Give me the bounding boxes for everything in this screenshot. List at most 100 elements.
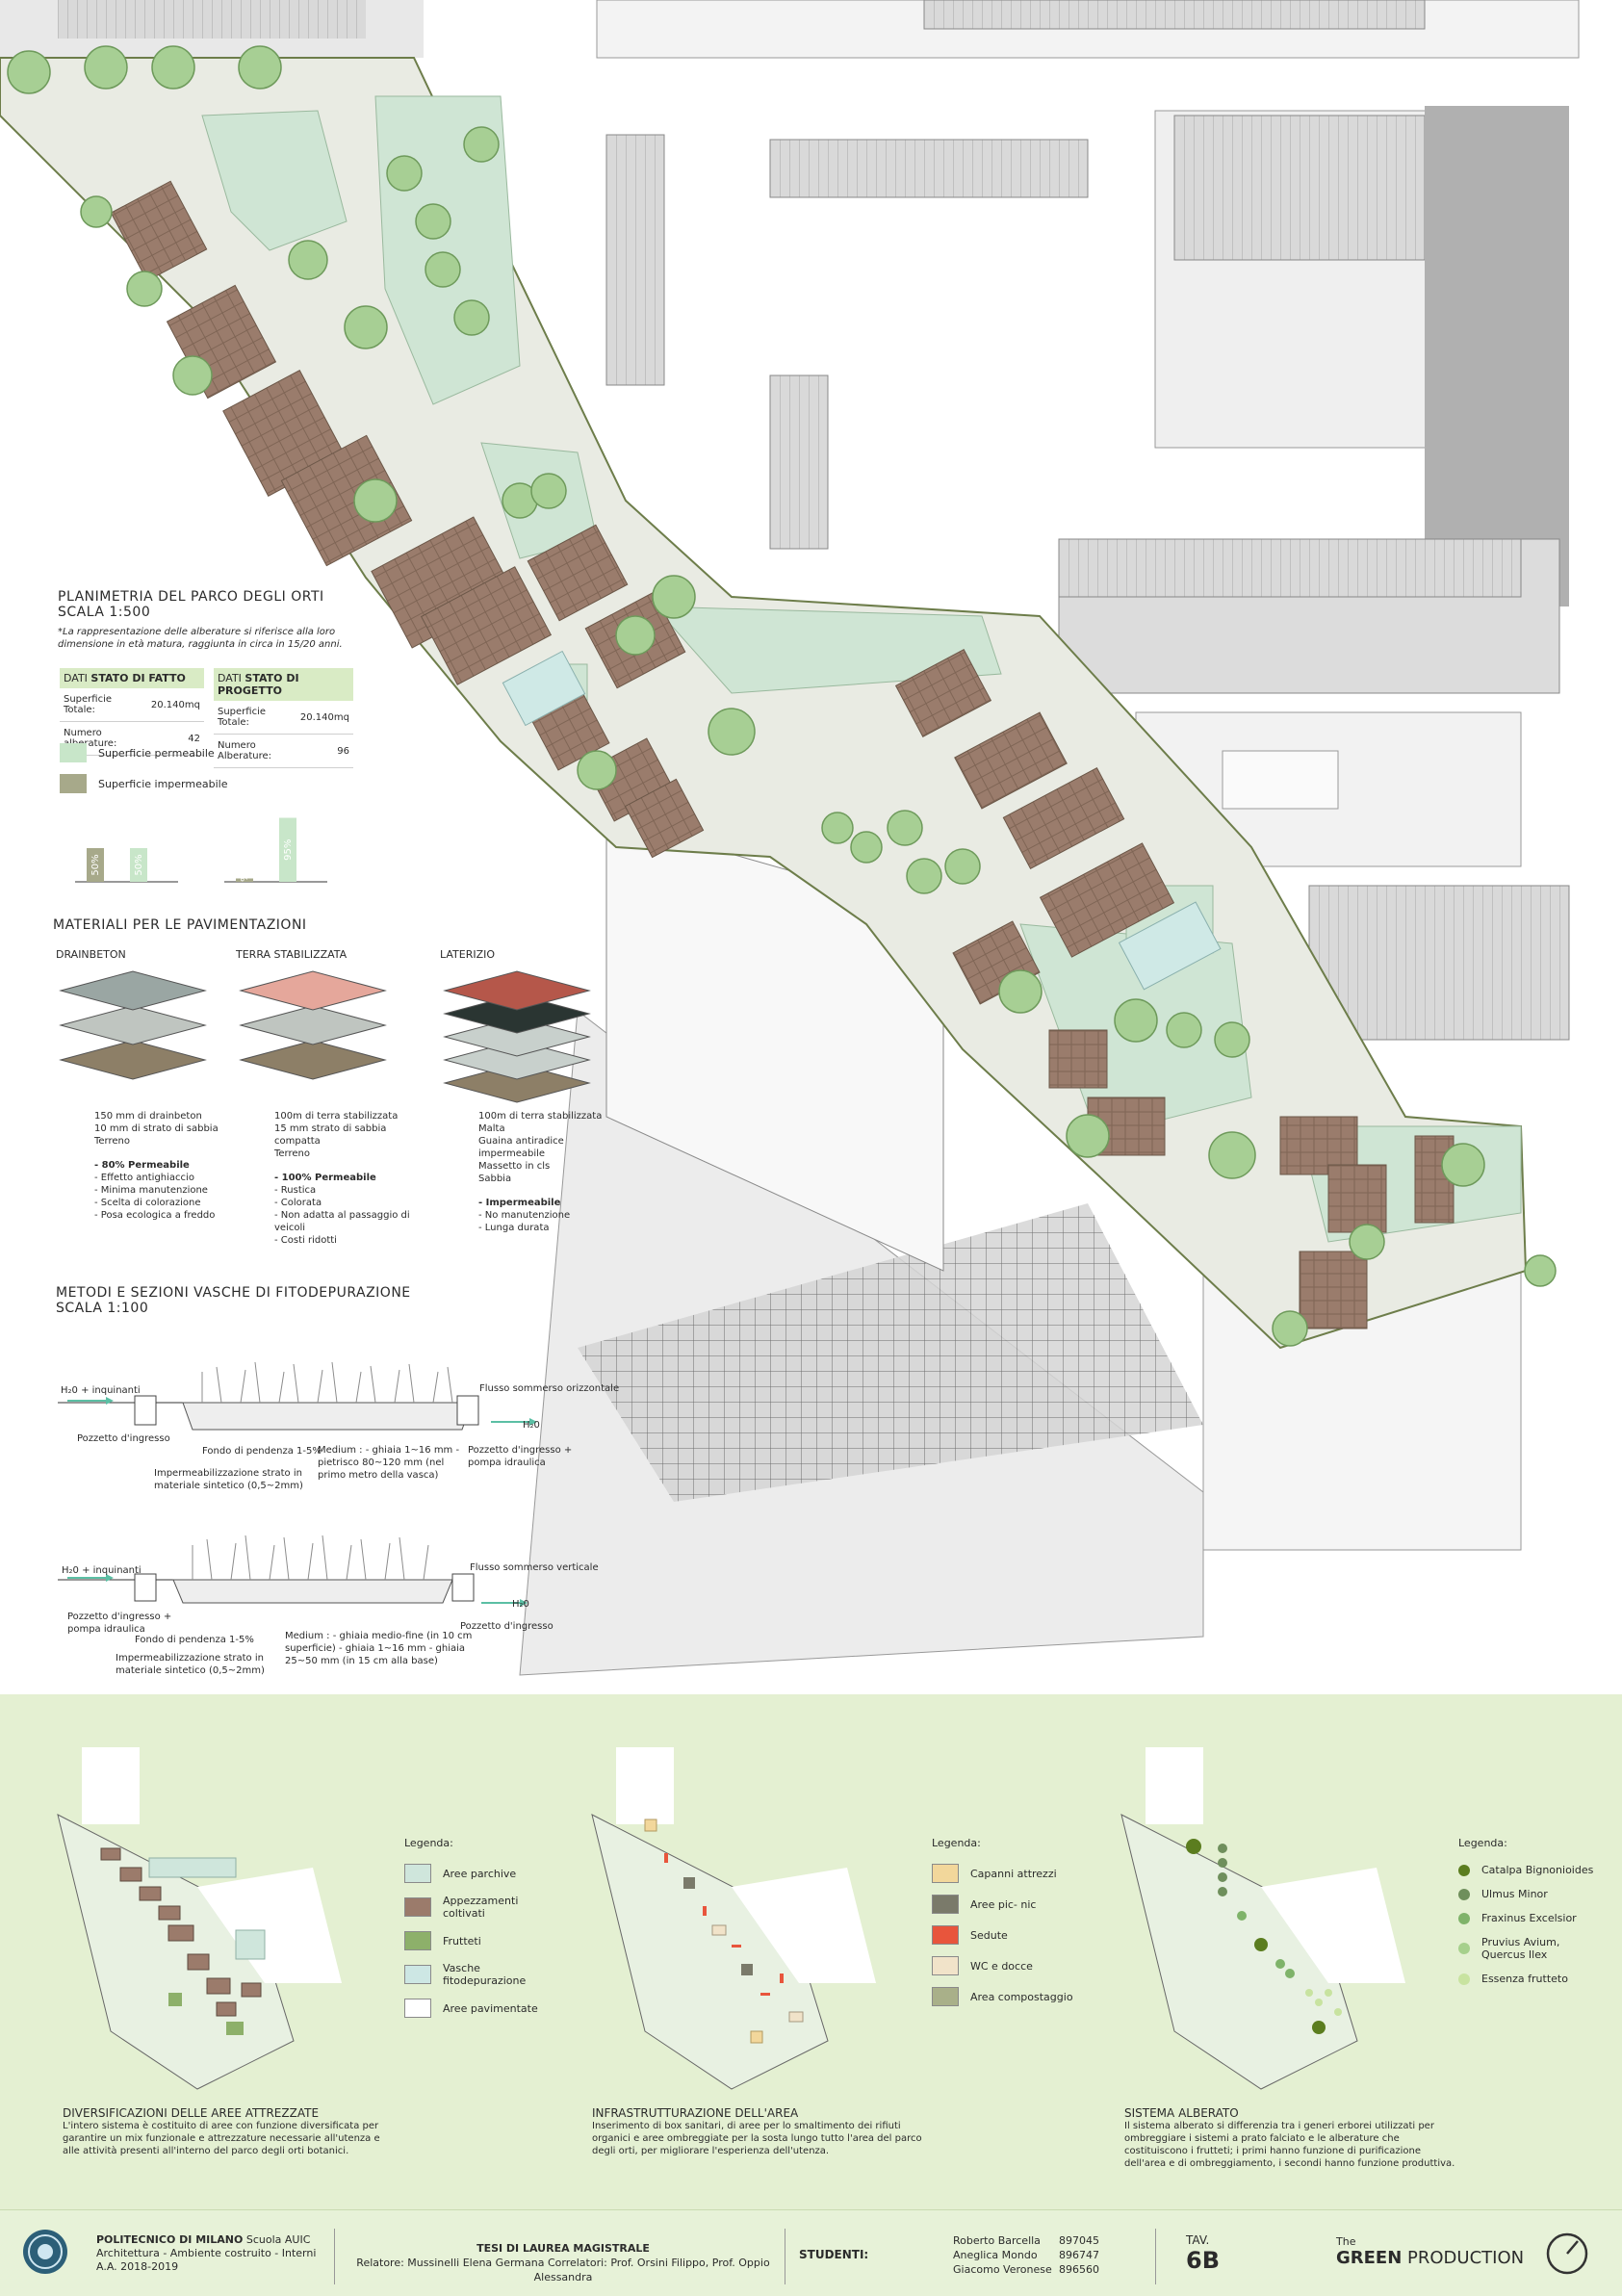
list-item: 150 mm di drainbeton	[94, 1111, 202, 1122]
trees	[7, 45, 1557, 1347]
materials-title: MATERIALI PER LE PAVIMENTAZIONI	[53, 917, 307, 933]
section2-imper: Impermeabilizzazione strato in materiale…	[116, 1653, 265, 1676]
material-layers-icon	[239, 970, 387, 1080]
footer	[0, 2209, 1622, 2296]
table-row: Superficie Totale:20.140mq	[214, 701, 353, 735]
chart-bar	[279, 817, 296, 882]
chart-data-label: 95%	[283, 839, 294, 861]
section2-left-well: Pozzetto d'ingresso + pompa idraulica	[67, 1612, 172, 1635]
chart-data-label: 50%	[134, 854, 144, 875]
chart-data-label: 5%	[240, 872, 250, 886]
list-item: Terreno	[274, 1148, 310, 1159]
stats-fatto-header: DATI STATO DI FATTO	[60, 668, 204, 688]
list-item: - Scelta di colorazione	[94, 1198, 201, 1208]
chart-data-label: 50%	[90, 854, 101, 875]
section2-right-well: Pozzetto d'ingresso	[460, 1621, 554, 1632]
legend-item: Ulmus Minor	[1458, 1888, 1597, 1900]
list-item: - Colorata	[274, 1198, 322, 1208]
surface-legend: Superficie permeabile Superficie imperme…	[60, 743, 227, 805]
material-layer	[239, 1005, 387, 1045]
legend-swatch	[932, 1864, 959, 1883]
plan-title-block: PLANIMETRIA DEL PARCO DEGLI ORTI SCALA 1…	[58, 589, 375, 651]
section1-flow: Flusso sommerso orizzontale	[479, 1383, 620, 1394]
chart-bar	[130, 848, 147, 882]
material-features: - No manutenzione - Lunga durata	[478, 1209, 632, 1234]
material-headline: - 100% Permeabile	[274, 1173, 376, 1183]
material-name: LATERIZIO	[440, 948, 496, 961]
list-item: - Posa ecologica a freddo	[94, 1210, 216, 1221]
legend-swatch	[932, 1987, 959, 2006]
material-headline: - Impermeabile	[478, 1198, 561, 1208]
list-item: Malta	[478, 1123, 505, 1134]
list-item: - Non adatta al passaggio di veicoli	[274, 1210, 410, 1233]
material-layer	[59, 1040, 207, 1080]
legend-swatch	[1458, 1888, 1470, 1900]
list-item: - Costi ridotti	[274, 1235, 337, 1246]
panel-text: Inserimento di box sanitari, di aree per…	[592, 2121, 922, 2156]
legend-item: Superficie impermeabile	[60, 774, 227, 793]
list-item: 100m di terra stabilizzata	[478, 1111, 603, 1122]
stats-progetto-header: DATI STATO DI PROGETTO	[214, 668, 353, 701]
legend-swatch	[1458, 1864, 1470, 1876]
methods-title: METODI E SEZIONI VASCHE DI FITODEPURAZIO…	[56, 1285, 411, 1301]
list-item: Massetto in cls	[478, 1161, 551, 1172]
methods-scale: SCALA 1:100	[56, 1301, 149, 1316]
section1-in-label: H₂0 + inquinanti	[61, 1385, 141, 1396]
legend-swatch	[404, 1999, 431, 2018]
legend-swatch	[1458, 1912, 1470, 1924]
panel-text: L'intero sistema è costituito di aree co…	[63, 2121, 380, 2156]
legend-item: Essenza frutteto	[1458, 1973, 1597, 1985]
brand-logo-icon	[1546, 2232, 1588, 2275]
list-item: - Rustica	[274, 1185, 317, 1196]
material-features: - Rustica - Colorata - Non adatta al passa…	[274, 1184, 428, 1247]
material-1: TERRA STABILIZZATA 100m di terra stabiliz…	[236, 948, 428, 1247]
plan-title: PLANIMETRIA DEL PARCO DEGLI ORTI	[58, 589, 324, 605]
legend-swatch	[404, 1931, 431, 1950]
university-seal-icon	[23, 2230, 67, 2274]
chart-bar	[236, 878, 253, 882]
phytodepuration-basins	[502, 650, 1222, 991]
section-vertical-flow	[58, 1535, 528, 1607]
plan-scale: SCALA 1:500	[58, 605, 151, 620]
legend-item: Appezzamenti coltivati	[404, 1895, 558, 1920]
students-label: STUDENTI:	[799, 2248, 869, 2261]
list-item: - No manutenzione	[478, 1210, 571, 1221]
legend-item: Catalpa Bignonioides	[1458, 1864, 1597, 1876]
stats-tables: DATI STATO DI FATTO Superficie Totale:20…	[60, 668, 353, 768]
section2-flow: Flusso sommerso verticale	[470, 1562, 599, 1573]
material-layers-icon	[443, 970, 591, 1103]
legend-swatch	[932, 1925, 959, 1945]
footer-thesis: TESI DI LAUREA MAGISTRALE Relatore: Muss…	[356, 2242, 770, 2283]
section2-fondo: Fondo di pendenza 1-5%	[135, 1635, 254, 1645]
list-item: Terreno	[94, 1136, 130, 1147]
section1-imper: Impermeabilizzazione strato in materiale…	[154, 1468, 303, 1491]
list-item: 100m di terra stabilizzata	[274, 1111, 399, 1122]
material-name: TERRA STABILIZZATA	[236, 948, 348, 961]
section2-out-label: H₂0	[512, 1599, 529, 1610]
legend-swatch	[1458, 1973, 1470, 1985]
brand-block: The GREEN PRODUCTION	[1336, 2235, 1525, 2268]
chart-bar	[87, 848, 104, 882]
stats-progetto: DATI STATO DI PROGETTO Superficie Totale…	[214, 668, 353, 768]
section2-medium: Medium : - ghiaia medio-fine (in 10 cm s…	[285, 1631, 473, 1666]
list-item: - Lunga durata	[478, 1223, 550, 1233]
legend-swatch	[60, 743, 87, 762]
section1-right-well: Pozzetto d'ingresso + pompa idraulica	[468, 1445, 573, 1468]
material-headline: - 80% Permeabile	[94, 1160, 190, 1171]
panel-heading: INFRASTRUTTURAZIONE DELL'AREA	[592, 2106, 799, 2120]
legend-item: Fraxinus Excelsior	[1458, 1912, 1597, 1924]
legend-item: Aree pavimentate	[404, 1999, 558, 2018]
legend-title: Legenda:	[932, 1837, 981, 1849]
material-layer	[59, 970, 207, 1011]
existing-buildings	[0, 0, 1580, 1676]
panel-text: Il sistema alberato si differenzia tra i…	[1124, 2121, 1455, 2169]
legend-item: WC e docce	[932, 1956, 1073, 1975]
legend-item: Aree pic- nic	[932, 1895, 1073, 1914]
legend-title: Legenda:	[1458, 1837, 1507, 1849]
